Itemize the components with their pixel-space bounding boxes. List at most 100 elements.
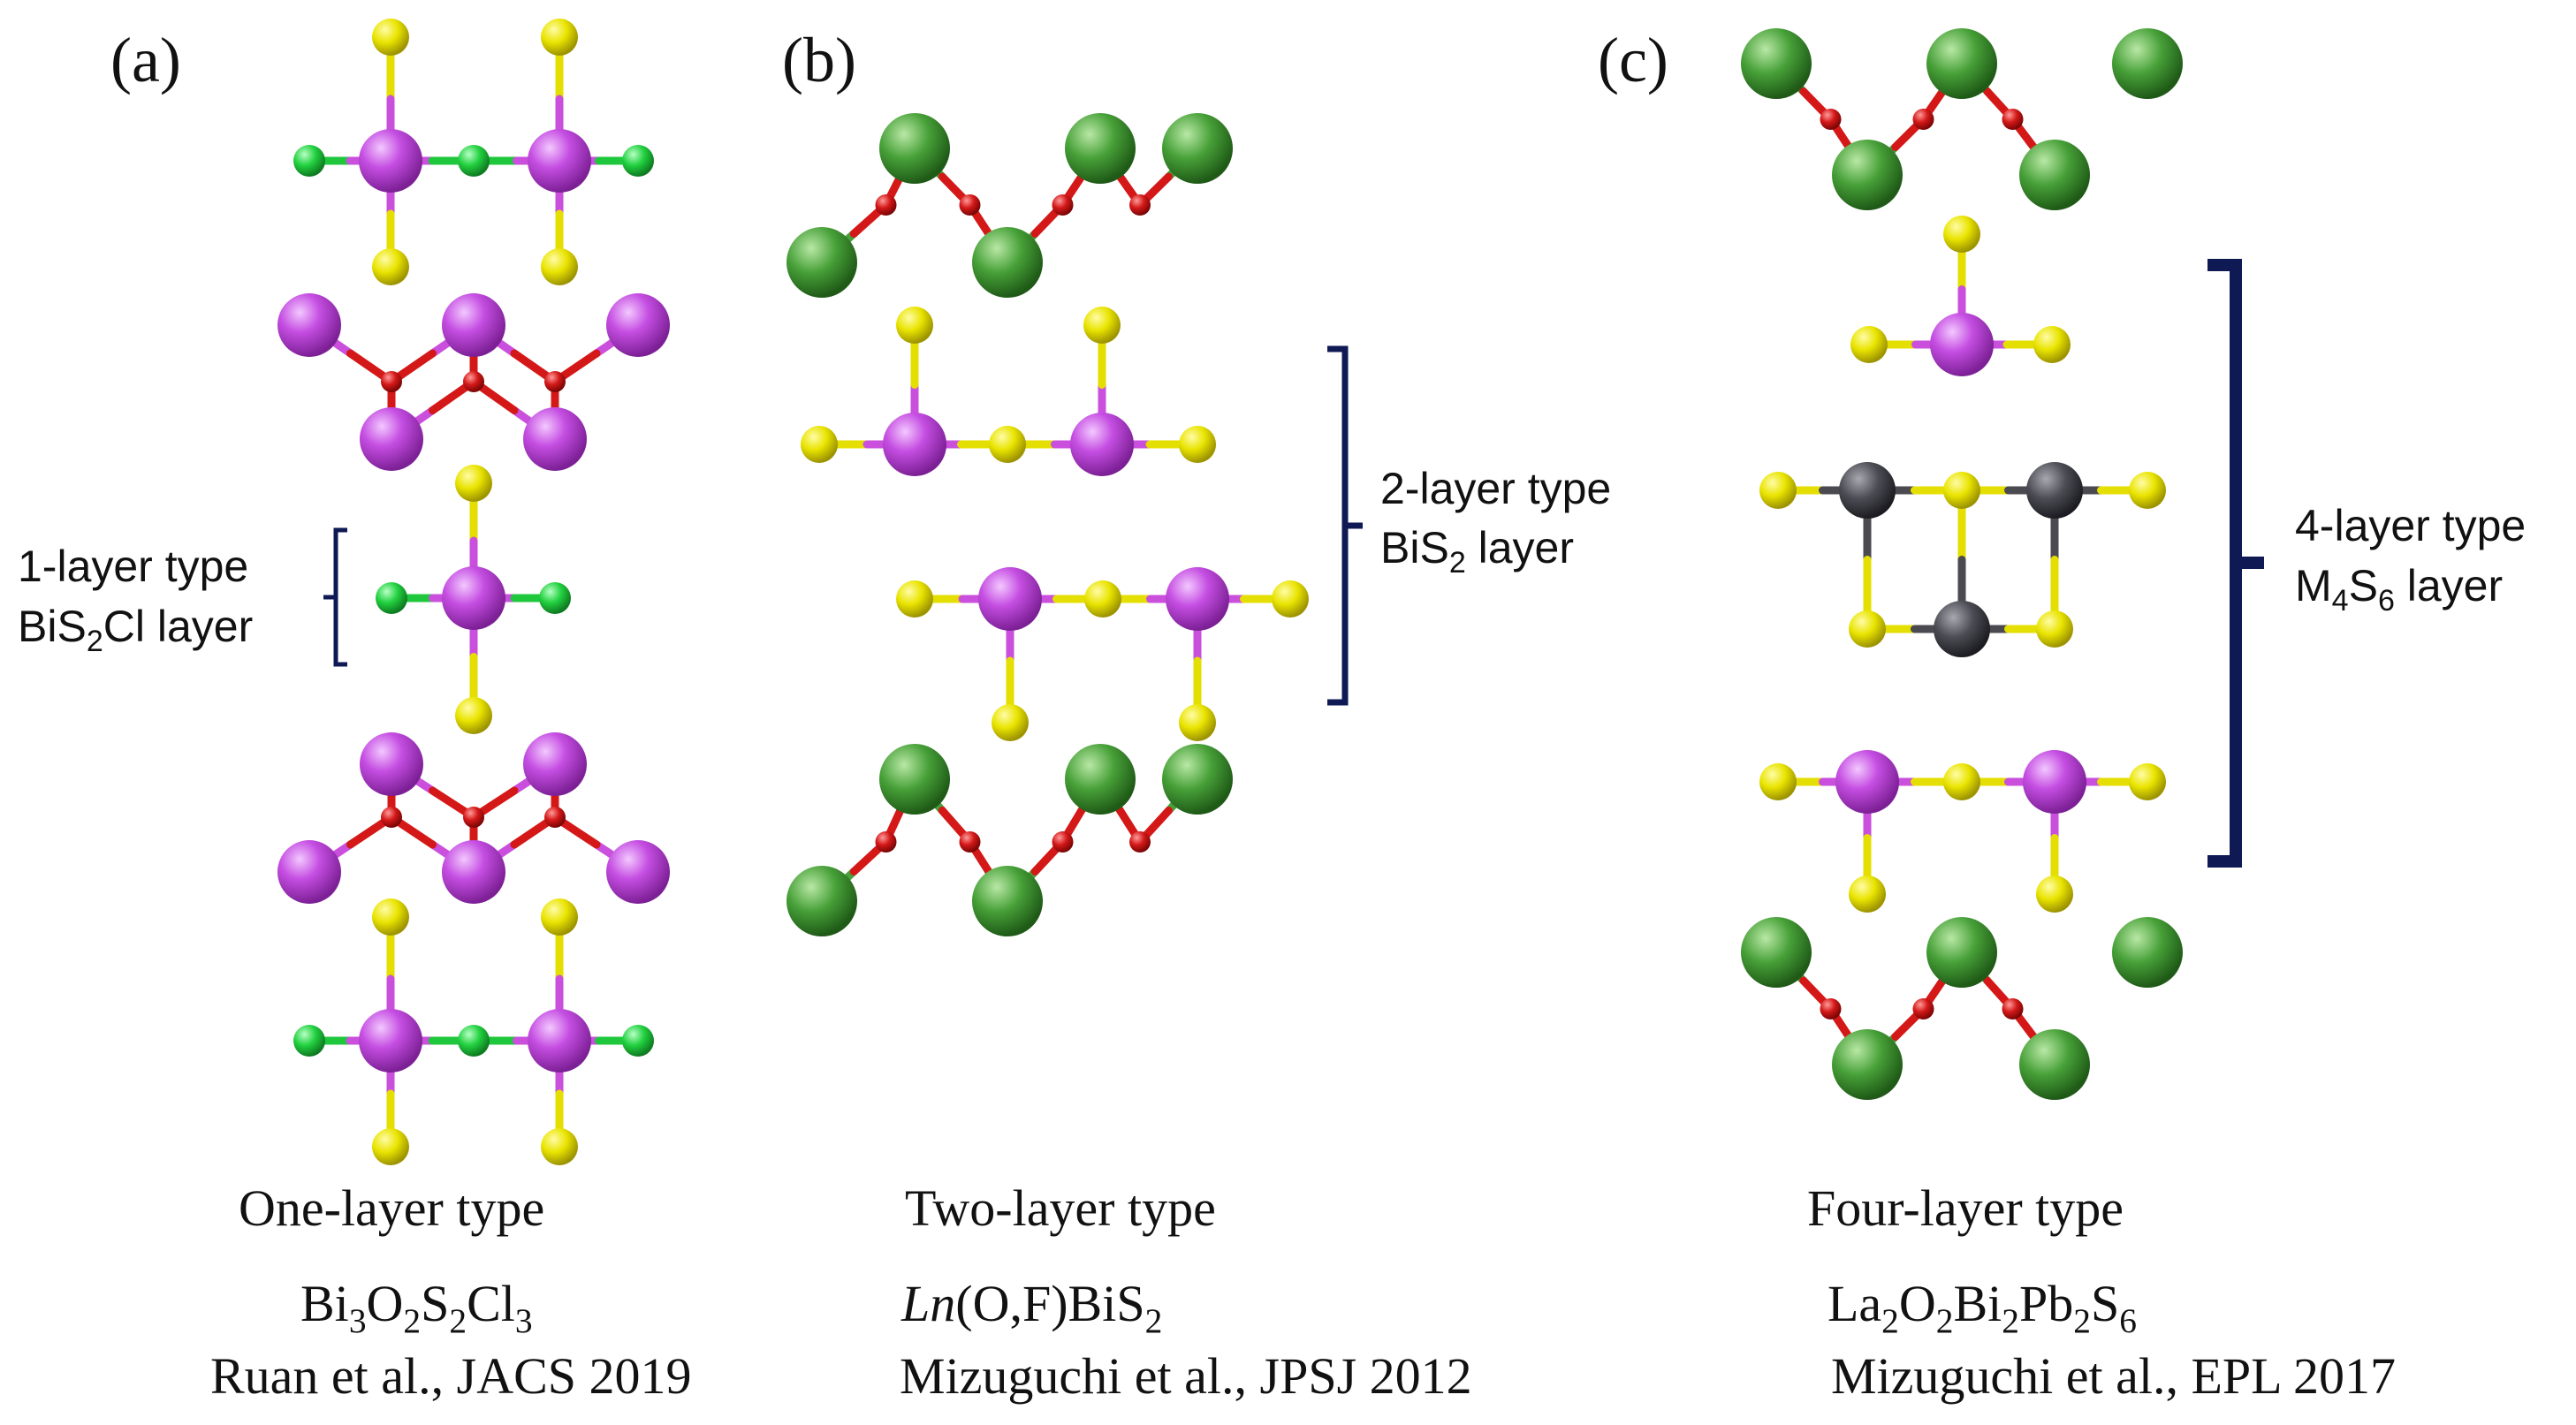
panel-c-formula: La2O2Bi2Pb2S6: [1828, 1275, 2137, 1340]
sulfur-atom: [1943, 216, 1980, 253]
oxygen-atom: [463, 807, 484, 828]
sulfur-atom: [372, 19, 409, 56]
oxygen-atom: [381, 371, 402, 392]
bracket-b-label-line2: BiS2 layer: [1380, 523, 1574, 580]
chlorine-atom: [293, 1025, 325, 1057]
sulfur-atom: [992, 704, 1029, 741]
lanthanum-atom: [2019, 140, 2090, 210]
bracket-panel-b: [1327, 345, 1363, 706]
bismuth-atom: [523, 407, 587, 471]
bismuth-atom: [606, 840, 670, 904]
sulfur-atom: [541, 19, 578, 56]
oxygen-atom: [544, 807, 566, 828]
panel-a-reference: Ruan et al., JACS 2019: [210, 1347, 692, 1405]
bismuth-atom: [2023, 750, 2086, 814]
oxygen-atom: [959, 194, 981, 216]
chlorine-atom: [622, 1025, 654, 1057]
sulfur-atom: [372, 898, 409, 936]
panel-a-type-label: One-layer type: [239, 1179, 544, 1237]
bracket-c-label-line1: 4-layer type: [2295, 501, 2526, 550]
bismuth-atom: [360, 407, 423, 471]
chlorine-atom: [458, 145, 490, 177]
sulfur-atom: [1849, 875, 1886, 913]
sulfur-atom: [801, 426, 838, 463]
bismuth-atom: [1835, 750, 1899, 814]
sulfur-atom: [2036, 610, 2073, 648]
chlorine-atom: [293, 145, 325, 177]
bismuth-atom: [883, 413, 946, 476]
oxygen-atom: [1912, 109, 1934, 130]
lanthanum-atom: [1832, 140, 1903, 210]
lead-atom: [2026, 462, 2083, 519]
sulfur-atom: [1943, 763, 1980, 800]
sulfur-atom: [541, 248, 578, 285]
bismuth-atom: [360, 732, 423, 796]
oxygen-atom: [1129, 194, 1151, 216]
bismuth-atom: [442, 840, 505, 904]
lanthanum-atom: [1065, 113, 1136, 184]
lanthanum-atom: [1926, 917, 1997, 988]
lanthanum-atom: [879, 113, 950, 184]
lanthanum-atom: [1065, 744, 1136, 815]
lanthanum-atom: [1832, 1029, 1903, 1100]
panel-c-reference: Mizuguchi et al., EPL 2017: [1831, 1347, 2396, 1405]
sulfur-atom: [896, 307, 933, 344]
bracket-b-label-line1: 2-layer type: [1380, 464, 1611, 513]
lanthanum-atom: [786, 866, 857, 936]
oxygen-atom: [875, 194, 897, 216]
sulfur-atom: [372, 248, 409, 285]
sulfur-atom: [1850, 326, 1888, 363]
panel-c-type-label: Four-layer type: [1807, 1179, 2124, 1237]
bracket-a-label-line1: 1-layer type: [18, 542, 248, 591]
chlorine-atom: [376, 582, 407, 614]
sulfur-atom: [1083, 307, 1121, 344]
sulfur-atom: [1179, 426, 1216, 463]
bismuth-atom: [606, 293, 670, 357]
bismuth-atom: [277, 840, 341, 904]
bismuth-atom: [359, 129, 422, 193]
sulfur-atom: [541, 1128, 578, 1165]
oxygen-atom: [463, 371, 484, 392]
lanthanum-atom: [972, 866, 1043, 936]
oxygen-atom: [1820, 109, 1842, 130]
bracket-c-label-line2: M4S6 layer: [2295, 561, 2503, 618]
sulfur-atom: [1272, 580, 1309, 618]
lanthanum-atom: [2112, 28, 2183, 99]
bismuth-atom: [442, 566, 505, 630]
lanthanum-atom: [2019, 1029, 2090, 1100]
sulfur-atom: [541, 898, 578, 936]
lanthanum-atom: [786, 227, 857, 298]
bismuth-atom: [277, 293, 341, 357]
bismuth-atom: [528, 1009, 591, 1073]
sulfur-atom: [455, 697, 492, 734]
sulfur-atom: [989, 426, 1026, 463]
oxygen-atom: [875, 831, 897, 853]
oxygen-atom: [1129, 831, 1151, 853]
bismuth-atom: [359, 1009, 422, 1073]
lead-atom: [1839, 462, 1896, 519]
oxygen-atom: [2002, 998, 2024, 1019]
oxygen-atom: [1912, 998, 1934, 1019]
oxygen-atom: [959, 831, 981, 853]
bismuth-atom: [442, 293, 505, 357]
bismuth-atom: [528, 129, 591, 193]
panel-c-letter: (c): [1598, 25, 1668, 95]
oxygen-atom: [1052, 831, 1074, 853]
lead-atom: [1934, 601, 1990, 657]
bracket-panel-a: [323, 527, 347, 667]
oxygen-atom: [2002, 109, 2024, 130]
bismuth-atom: [1166, 567, 1229, 631]
panel-b-type-label: Two-layer type: [905, 1179, 1216, 1237]
panel-a-formula: Bi3O2S2Cl3: [300, 1275, 533, 1340]
lanthanum-atom: [2112, 917, 2183, 988]
sulfur-atom: [1849, 610, 1886, 648]
bracket-a-label-line2: BiS2Cl layer: [18, 602, 253, 658]
sulfur-atom: [1943, 472, 1980, 509]
sulfur-atom: [1759, 472, 1797, 509]
lanthanum-atom: [1162, 744, 1233, 815]
lanthanum-atom: [972, 227, 1043, 298]
sulfur-atom: [2033, 326, 2071, 363]
chlorine-atom: [622, 145, 654, 177]
atom-layer: [277, 19, 2183, 1165]
